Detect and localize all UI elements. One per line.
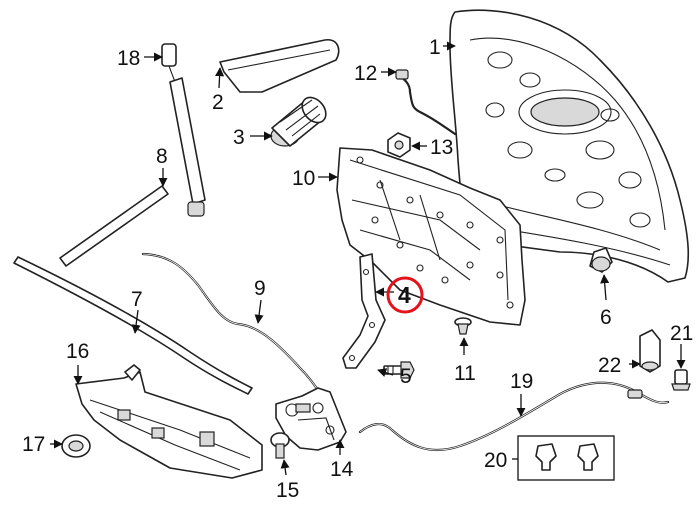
callout-21: 21 [670,322,693,345]
callout-4: 4 [398,282,411,308]
callout-9: 9 [254,277,266,300]
callout-5: 5 [400,365,412,388]
pin-part-11 [454,317,472,335]
callout-6: 6 [600,306,612,329]
push-nut-part-17 [61,434,91,458]
callout-19: 19 [510,370,533,393]
screw-part-21 [671,369,691,391]
nut-part-13 [387,132,411,158]
weatherstrip-part-8 [59,185,169,267]
highlight-ring [386,276,424,314]
callout-12: 12 [354,62,377,85]
callout-8: 8 [156,145,168,168]
hood-insulator [336,147,526,326]
leader-lines [50,41,686,476]
clips-kit-part-20 [517,435,615,481]
callout-7: 7 [131,288,143,311]
bumper-part-3 [270,96,327,147]
callout-16: 16 [66,340,89,363]
callout-2: 2 [212,91,224,114]
seal-part-2 [219,39,340,93]
callout-15: 15 [276,479,299,502]
callout-17: 17 [22,433,45,456]
callout-14: 14 [330,458,354,481]
latch-support-part-16 [75,364,263,479]
bolt-part-15 [270,432,290,459]
callout-10: 10 [292,167,315,190]
callout-20: 20 [484,449,507,472]
callout-13: 13 [430,136,453,159]
callout-18: 18 [117,47,140,70]
gas-strut [161,43,206,217]
grommet-part-22 [639,329,661,373]
callout-22: 22 [598,354,621,377]
bracket-part-4 [342,253,386,369]
release-cable-part-19 [358,381,670,451]
bumper-stop-part-6 [589,247,613,273]
callout-1: 1 [429,36,441,59]
prop-rod-part-12 [395,69,457,136]
release-cable-part-9 [141,252,336,422]
callout-11: 11 [454,362,476,385]
callout-3: 3 [233,126,245,149]
